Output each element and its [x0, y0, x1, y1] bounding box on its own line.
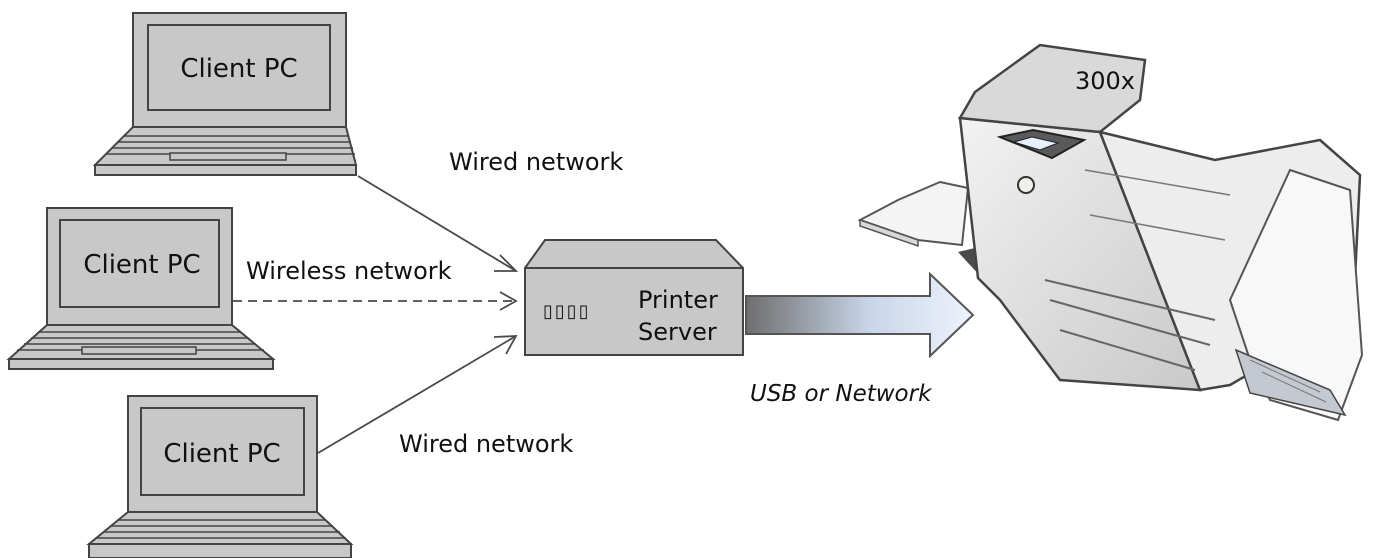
- printer-image: 300x: [857, 43, 1364, 422]
- printer-server-label: Printer: [638, 286, 718, 314]
- client-pc-laptop: Client PC: [86, 395, 354, 558]
- connection-label: USB or Network: [750, 381, 933, 407]
- wired-network-link: [357, 175, 519, 272]
- client-pc-label: Client PC: [180, 54, 297, 84]
- wired-network-link: [317, 335, 518, 454]
- client-pc-label: Client PC: [163, 439, 280, 469]
- server-status-leds: ▯▯▯▯: [543, 301, 591, 322]
- printer-server: ▯▯▯▯ Printer Server: [524, 239, 744, 356]
- client-pc-laptop: Client PC: [6, 207, 276, 370]
- wired-network-label: Wired network: [399, 430, 573, 458]
- wireless-network-link: [233, 291, 518, 311]
- wired-network-label: Wired network: [449, 148, 623, 176]
- client-pc-label: Client PC: [83, 250, 200, 280]
- usb-network-arrow: [745, 271, 975, 359]
- printer-server-label: Server: [638, 318, 717, 346]
- wireless-network-label: Wireless network: [246, 257, 452, 285]
- printer-model-label: 300x: [1075, 67, 1135, 95]
- client-pc-laptop: Client PC: [92, 12, 358, 176]
